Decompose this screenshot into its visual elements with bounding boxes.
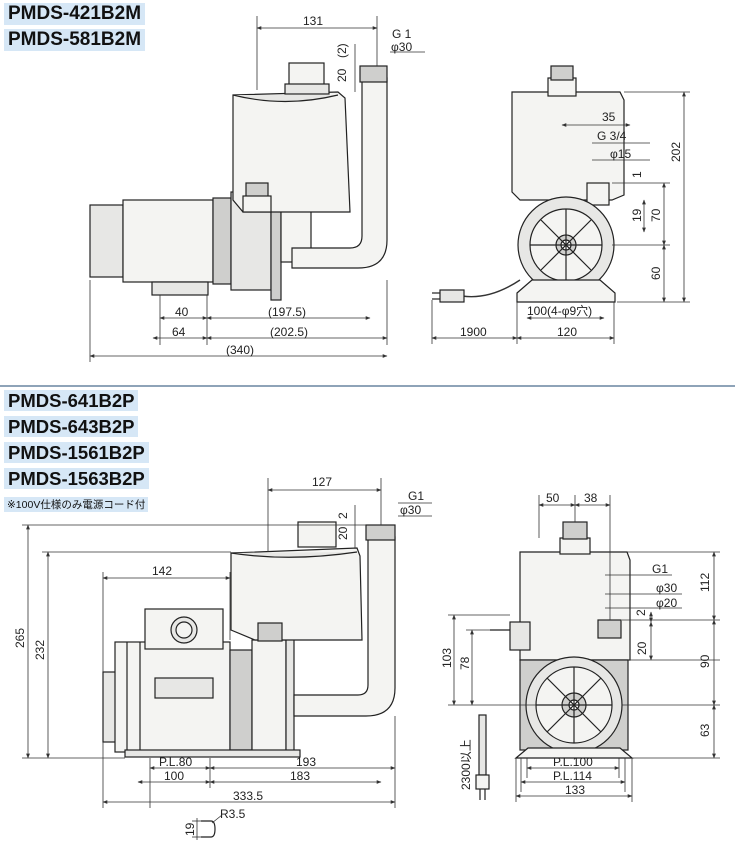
dim-pl114: P.L.114 — [553, 769, 592, 783]
dim-g1-top: G 1 — [392, 27, 412, 41]
dim-pl80: P.L.80 — [159, 755, 192, 769]
dim-333-5: 333.5 — [233, 789, 263, 803]
cord-note: ※100V仕様のみ電源コード付 — [4, 497, 149, 512]
dim-2-a: (2) — [335, 43, 349, 58]
pump-side-view-1 — [89, 62, 388, 301]
dim-2-front: 2 — [634, 609, 648, 616]
dim-1900: 1900 — [460, 325, 487, 339]
front-dimensions-1: 35 G 3/4 φ15 202 70 19 1 60 1900 100(4-φ… — [431, 91, 690, 344]
dim-phi20-front: φ20 — [656, 596, 677, 610]
dim-38: 38 — [584, 491, 598, 505]
dim-78: 78 — [458, 656, 472, 670]
dim-197-5: (197.5) — [268, 305, 306, 319]
dim-131: 131 — [303, 14, 323, 28]
dim-50: 50 — [546, 491, 560, 505]
dim-63: 63 — [698, 723, 712, 737]
dim-pl100: P.L.100 — [553, 755, 593, 769]
section-divider — [0, 385, 735, 387]
dim-20-a: 20 — [335, 68, 349, 82]
dim-phi30-2: φ30 — [400, 503, 421, 517]
pump-side-view-2 — [102, 521, 396, 758]
dim-142: 142 — [152, 564, 172, 578]
dim-1: 1 — [630, 171, 644, 178]
dim-2300: 2300以上 — [459, 739, 473, 790]
model-label-1: PMDS-421B2M — [4, 3, 146, 25]
dim-120: 120 — [557, 325, 577, 339]
dim-100-2: 100 — [164, 769, 184, 783]
model-label-2: PMDS-581B2M — [4, 29, 146, 51]
front-dimensions-2: 50 38 G1 φ30 φ20 112 2 20 90 63 103 78 2… — [440, 491, 720, 802]
dim-r3-5: R3.5 — [220, 807, 246, 821]
dim-phi30-top: φ30 — [391, 40, 412, 54]
dim-64: 64 — [172, 325, 186, 339]
dim-193: 193 — [296, 755, 316, 769]
model-label-4: PMDS-643B2P — [4, 416, 139, 438]
dim-60: 60 — [649, 266, 663, 280]
dim-g3-4: G 3/4 — [597, 129, 627, 143]
dim-133: 133 — [565, 783, 585, 797]
dim-100-holes: 100(4-φ9穴) — [527, 303, 592, 318]
dim-90: 90 — [698, 654, 712, 668]
dim-2-2: 2 — [336, 512, 350, 519]
dim-g1-2: G1 — [408, 489, 424, 503]
pump-front-view-1 — [432, 65, 625, 303]
dim-20-2: 20 — [336, 526, 350, 540]
dim-127: 127 — [312, 475, 332, 489]
model-label-3: PMDS-641B2P — [4, 390, 139, 412]
dim-70: 70 — [649, 208, 663, 222]
model-label-6: PMDS-1563B2P — [4, 468, 149, 490]
dim-19-slot: 19 — [183, 822, 197, 836]
dim-40: 40 — [175, 305, 189, 319]
side-dimensions-1: 131 20 (2) 40 64 (197.5) (202.5) (340) G… — [89, 14, 425, 362]
model-label-5: PMDS-1561B2P — [4, 442, 149, 464]
dim-103: 103 — [440, 648, 454, 668]
dim-19: 19 — [630, 208, 644, 222]
dim-112: 112 — [698, 573, 712, 592]
dim-265: 265 — [13, 628, 27, 648]
dim-232: 232 — [33, 640, 47, 660]
dim-phi15: φ15 — [610, 147, 631, 161]
dim-20-front: 20 — [635, 641, 649, 655]
dim-183: 183 — [290, 769, 310, 783]
dim-202-5: (202.5) — [270, 325, 308, 339]
pump-front-view-2 — [475, 521, 634, 800]
side-dimensions-2: 127 20 2 G1 φ30 142 265 232 P.L.80 100 1… — [13, 475, 432, 840]
dim-35: 35 — [602, 110, 616, 124]
dim-g1-front: G1 — [652, 562, 668, 576]
dim-340: (340) — [226, 343, 254, 357]
dim-202: 202 — [669, 142, 683, 162]
dim-phi30-front: φ30 — [656, 581, 677, 595]
